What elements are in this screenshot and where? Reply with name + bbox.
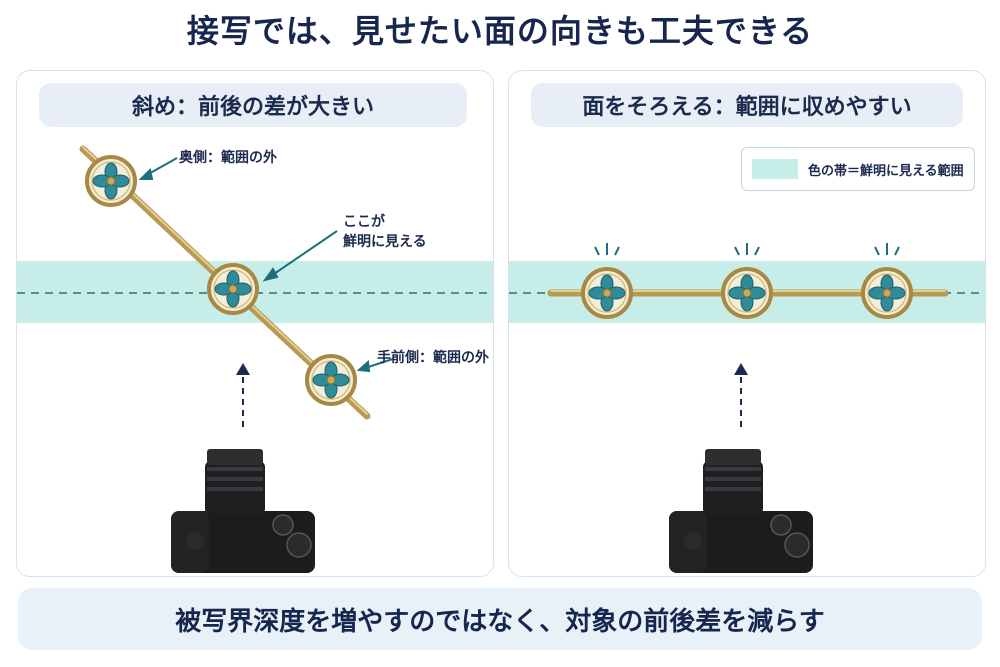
near-flower-piece — [305, 354, 357, 406]
sharp-label-line1: ここが — [343, 214, 385, 230]
far-flower-piece — [85, 155, 137, 207]
annotation-arrows — [138, 157, 394, 373]
aligned-flower-piece-3 — [861, 267, 913, 319]
far-side-label: 奥側：範囲の外 — [179, 150, 277, 166]
diagonal-panel-header: 斜め：前後の差が大きい — [39, 83, 467, 127]
aligned-diagram — [509, 242, 985, 574]
legend-swatch — [752, 159, 798, 179]
footer-message: 被写界深度を増やすのではなく、対象の前後差を減らす — [18, 588, 982, 650]
legend-text: 色の帯＝鮮明に見える範囲 — [808, 163, 964, 179]
aligned-panel-header: 面をそろえる：範囲に収めやすい — [531, 83, 963, 127]
sharp-sparkle-2 — [734, 242, 760, 256]
camera — [170, 448, 316, 574]
page-title: 接写では、見せたい面の向きも工夫できる — [186, 12, 814, 50]
sharp-label-line2: 鮮明に見える — [343, 234, 427, 250]
sharp-sparkle-1 — [594, 242, 620, 256]
near-side-label: 手前側：範囲の外 — [377, 350, 489, 366]
diagonal-panel: 斜め：前後の差が大きい 奥側：範囲の外 ここが 鮮明に見える 手前側：範囲の外 — [16, 70, 494, 577]
diagonal-diagram — [17, 145, 493, 574]
sharp-sparkle-3 — [874, 242, 900, 256]
aligned-flower-piece-2 — [721, 267, 773, 319]
aligned-flower-piece-1 — [581, 267, 633, 319]
aligned-panel: 面をそろえる：範囲に収めやすい 色の帯＝鮮明に見える範囲 — [508, 70, 986, 577]
focus-legend: 色の帯＝鮮明に見える範囲 — [741, 147, 975, 191]
sharp-flower-piece — [207, 263, 259, 315]
camera — [668, 448, 814, 574]
